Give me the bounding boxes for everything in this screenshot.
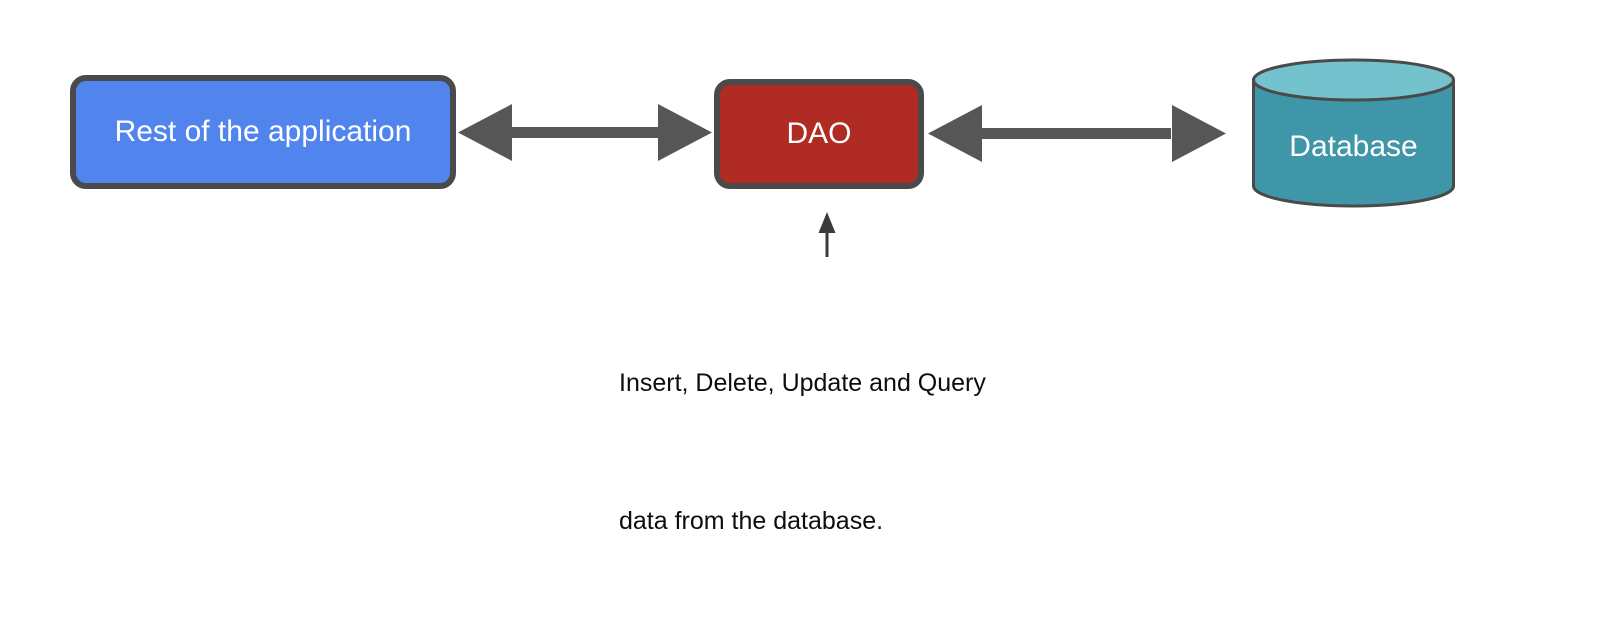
connector-dao-to-database (928, 105, 1226, 162)
connector-note-to-dao (818, 212, 836, 257)
caption-note: Insert, Delete, Update and Query data fr… (619, 268, 1049, 636)
database-cylinder-icon (1252, 58, 1455, 208)
node-rest-of-application[interactable]: Rest of the application (70, 75, 456, 189)
caption-note-line-1: Insert, Delete, Update and Query (619, 369, 986, 397)
node-database[interactable]: Database (1251, 58, 1456, 208)
node-dao[interactable]: DAO (714, 79, 924, 189)
connector-rest-to-dao (458, 104, 712, 161)
node-dao-label: DAO (786, 116, 852, 150)
node-rest-of-application-label: Rest of the application (114, 114, 412, 148)
caption-note-line-2: data from the database. (619, 507, 884, 535)
diagram-canvas: Rest of the application DAO Database Ins… (70, 58, 1456, 535)
